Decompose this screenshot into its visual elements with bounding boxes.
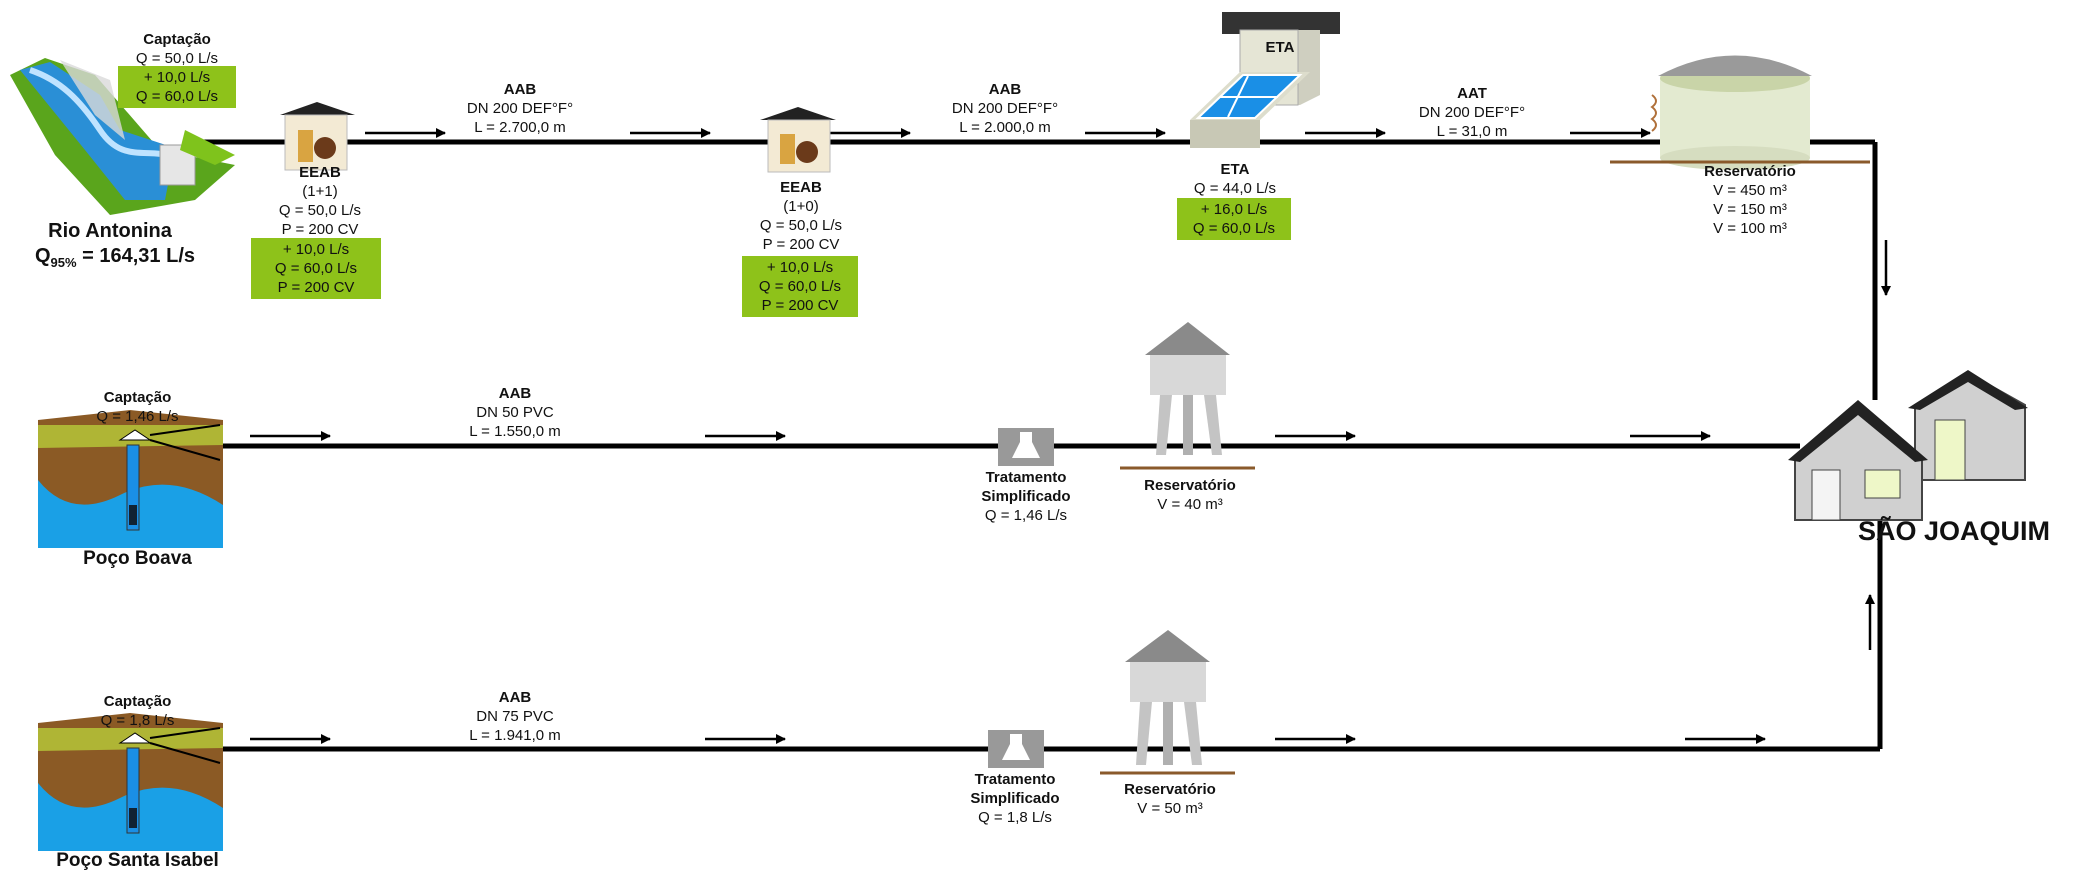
eeab2-flow: Q = 50,0 L/s bbox=[759, 217, 843, 234]
reservatorio-row3-label: Reservatório V = 50 m³ bbox=[1110, 780, 1230, 818]
source-name-rio-antonina: Rio Antonina bbox=[48, 220, 172, 242]
aab1-label: AAB DN 200 DEF°F° L = 2.700,0 m bbox=[440, 80, 600, 137]
aab-row2-label: AAB DN 50 PVC L = 1.550,0 m bbox=[440, 384, 590, 441]
captacao-flow: Q = 50,0 L/s bbox=[135, 50, 219, 67]
aab2-dn: DN 200 DEF°F° bbox=[951, 100, 1059, 117]
reservatorio-title: Reservatório bbox=[1144, 477, 1236, 494]
flask-icon bbox=[988, 730, 1044, 768]
eeab2-extra: + 10,0 L/s bbox=[766, 259, 834, 276]
flow-arrows bbox=[250, 128, 1891, 744]
source-flow-prefix: Q bbox=[34, 245, 51, 267]
eta-label: ETA Q = 44,0 L/s bbox=[1175, 160, 1295, 198]
eeab2-extra: P = 200 CV bbox=[761, 297, 839, 314]
captacao-extra: Q = 60,0 L/s bbox=[135, 88, 219, 105]
captacao-title: Captação bbox=[143, 31, 211, 48]
eeab2-config: (1+0) bbox=[783, 198, 819, 215]
reservatorio-volume: V = 50 m³ bbox=[1137, 800, 1203, 817]
source-name-poco-boava: Poço Boava bbox=[83, 548, 192, 569]
eeab1-highlight: + 10,0 L/s Q = 60,0 L/s P = 200 CV bbox=[251, 238, 381, 299]
eeab1-config: (1+1) bbox=[302, 183, 338, 200]
eeab2-label: EEAB (1+0) Q = 50,0 L/s P = 200 CV bbox=[736, 178, 866, 254]
tratamento-title: Simplificado bbox=[981, 488, 1071, 505]
flask-icon bbox=[998, 428, 1054, 466]
aat-length: L = 31,0 m bbox=[1436, 123, 1508, 140]
destination-city-label: SÃO JOAQUIM bbox=[1858, 516, 2051, 546]
aat-label: AAT DN 200 DEF°F° L = 31,0 m bbox=[1392, 84, 1552, 141]
tratamento-flow: Q = 1,46 L/s bbox=[984, 507, 1068, 524]
reservatorio-volume: V = 450 m³ bbox=[1713, 182, 1787, 199]
tratamento-row2-label: Tratamento Simplificado Q = 1,46 L/s bbox=[966, 468, 1086, 525]
captacao-row1-highlight: + 10,0 L/s Q = 60,0 L/s bbox=[118, 66, 236, 108]
tratamento-title: Simplificado bbox=[970, 790, 1060, 807]
aab1-title: AAB bbox=[503, 81, 537, 98]
reservatorio-row2-label: Reservatório V = 40 m³ bbox=[1130, 476, 1250, 514]
river-intake-icon bbox=[10, 58, 235, 215]
eeab2-highlight: + 10,0 L/s Q = 60,0 L/s P = 200 CV bbox=[742, 256, 858, 317]
eta-extra: + 16,0 L/s bbox=[1200, 201, 1268, 218]
reservatorio-row1-label: Reservatório V = 450 m³ V = 150 m³ V = 1… bbox=[1690, 162, 1810, 238]
aab-row3-label: AAB DN 75 PVC L = 1.941,0 m bbox=[440, 688, 590, 745]
aab2-label: AAB DN 200 DEF°F° L = 2.000,0 m bbox=[925, 80, 1085, 137]
reservatorio-volume: V = 150 m³ bbox=[1713, 201, 1787, 218]
reservatorio-volume: V = 40 m³ bbox=[1157, 496, 1223, 513]
aab1-dn: DN 200 DEF°F° bbox=[466, 100, 574, 117]
eeab1-title: EEAB bbox=[299, 164, 341, 181]
captacao-title: Captação bbox=[103, 693, 172, 710]
reservatorio-volume: V = 100 m³ bbox=[1713, 220, 1787, 237]
captacao-row1-label: Captação Q = 50,0 L/s bbox=[118, 30, 236, 68]
captacao-extra: + 10,0 L/s bbox=[143, 69, 211, 86]
aat-dn: DN 200 DEF°F° bbox=[1418, 104, 1526, 121]
source-flow-sub: 95% bbox=[50, 255, 77, 270]
eeab1-extra: P = 200 CV bbox=[277, 279, 355, 296]
eta-sign: ETA bbox=[1265, 39, 1295, 56]
aab-dn: DN 75 PVC bbox=[476, 708, 554, 725]
aab2-length: L = 2.000,0 m bbox=[959, 119, 1051, 136]
tratamento-flow: Q = 1,8 L/s bbox=[978, 809, 1052, 826]
aab1-length: L = 2.700,0 m bbox=[474, 119, 566, 136]
captacao-row3-label: Captação Q = 1,8 L/s bbox=[85, 692, 190, 730]
captacao-flow: Q = 1,46 L/s bbox=[96, 408, 179, 425]
tratamento-title: Tratamento bbox=[985, 469, 1067, 486]
water-tower-icon bbox=[1120, 322, 1255, 470]
city-houses-icon bbox=[1788, 370, 2028, 521]
eeab1-flow: Q = 50,0 L/s bbox=[278, 202, 362, 219]
aab-title: AAB bbox=[498, 689, 532, 706]
water-tower-icon bbox=[1100, 630, 1235, 775]
aab-length: L = 1.941,0 m bbox=[469, 727, 561, 744]
captacao-title: Captação bbox=[103, 389, 172, 406]
captacao-flow: Q = 1,8 L/s bbox=[100, 712, 175, 729]
source-flow: Q95% = 164,31 L/s bbox=[20, 245, 210, 270]
eta-highlight: + 16,0 L/s Q = 60,0 L/s bbox=[1177, 198, 1291, 240]
eeab2-power: P = 200 CV bbox=[762, 236, 840, 253]
source-name-poco-santa-isabel: Poço Santa Isabel bbox=[56, 850, 219, 871]
aab2-title: AAB bbox=[988, 81, 1022, 98]
treatment-plant-icon bbox=[1190, 12, 1340, 148]
source-flow-value: = 164,31 L/s bbox=[82, 245, 196, 267]
pump-house-icon bbox=[760, 107, 836, 173]
eta-extra: Q = 60,0 L/s bbox=[1192, 220, 1276, 237]
captacao-row2-label: Captação Q = 1,46 L/s bbox=[85, 388, 190, 426]
reservatorio-title: Reservatório bbox=[1124, 781, 1216, 798]
eeab2-extra: Q = 60,0 L/s bbox=[758, 278, 842, 295]
eta-title: ETA bbox=[1220, 161, 1250, 178]
reservatorio-title: Reservatório bbox=[1704, 163, 1796, 180]
eeab1-label: EEAB (1+1) Q = 50,0 L/s P = 200 CV bbox=[255, 163, 385, 239]
eeab1-power: P = 200 CV bbox=[281, 221, 359, 238]
well-intake-icon bbox=[38, 713, 223, 851]
eeab1-extra: + 10,0 L/s bbox=[282, 241, 350, 258]
eeab1-extra: Q = 60,0 L/s bbox=[274, 260, 358, 277]
aab-length: L = 1.550,0 m bbox=[469, 423, 561, 440]
reservoir-icon bbox=[1610, 55, 1870, 170]
well-intake-icon bbox=[38, 410, 223, 548]
eeab2-title: EEAB bbox=[780, 179, 822, 196]
aab-dn: DN 50 PVC bbox=[476, 404, 554, 421]
eta-flow: Q = 44,0 L/s bbox=[1193, 180, 1277, 197]
tratamento-row3-label: Tratamento Simplificado Q = 1,8 L/s bbox=[955, 770, 1075, 827]
aat-title: AAT bbox=[1457, 85, 1487, 102]
aab-title: AAB bbox=[498, 385, 532, 402]
tratamento-title: Tratamento bbox=[974, 771, 1056, 788]
pump-house-icon bbox=[280, 102, 355, 171]
